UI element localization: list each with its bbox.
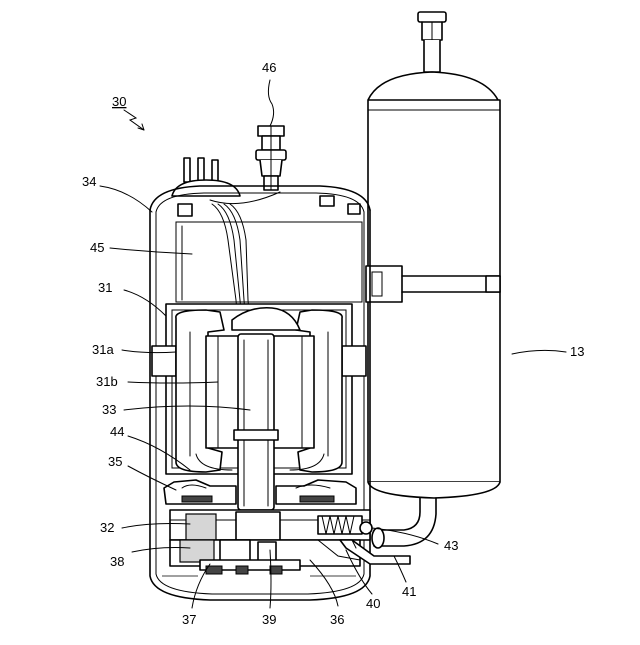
label-43: 43 [444,538,458,553]
label-32: 32 [100,520,114,535]
label-39: 39 [262,612,276,627]
shaft [234,334,278,510]
reference-label-30: 30 [112,94,126,109]
label-31b: 31b [96,374,118,389]
label-31: 31 [98,280,112,295]
label-36: 36 [330,612,344,627]
label-45: 45 [90,240,104,255]
label-44: 44 [110,424,124,439]
label-13: 13 [570,344,584,359]
label-34: 34 [82,174,96,189]
label-37: 37 [182,612,196,627]
label-33: 33 [102,402,116,417]
label-31a: 31a [92,342,114,357]
label-38: 38 [110,554,124,569]
terminal-block [172,158,240,196]
label-41: 41 [402,584,416,599]
top-fitting [256,126,286,190]
label-46: 46 [262,60,276,75]
accumulator [366,12,500,548]
label-40: 40 [366,596,380,611]
label-35: 35 [108,454,122,469]
